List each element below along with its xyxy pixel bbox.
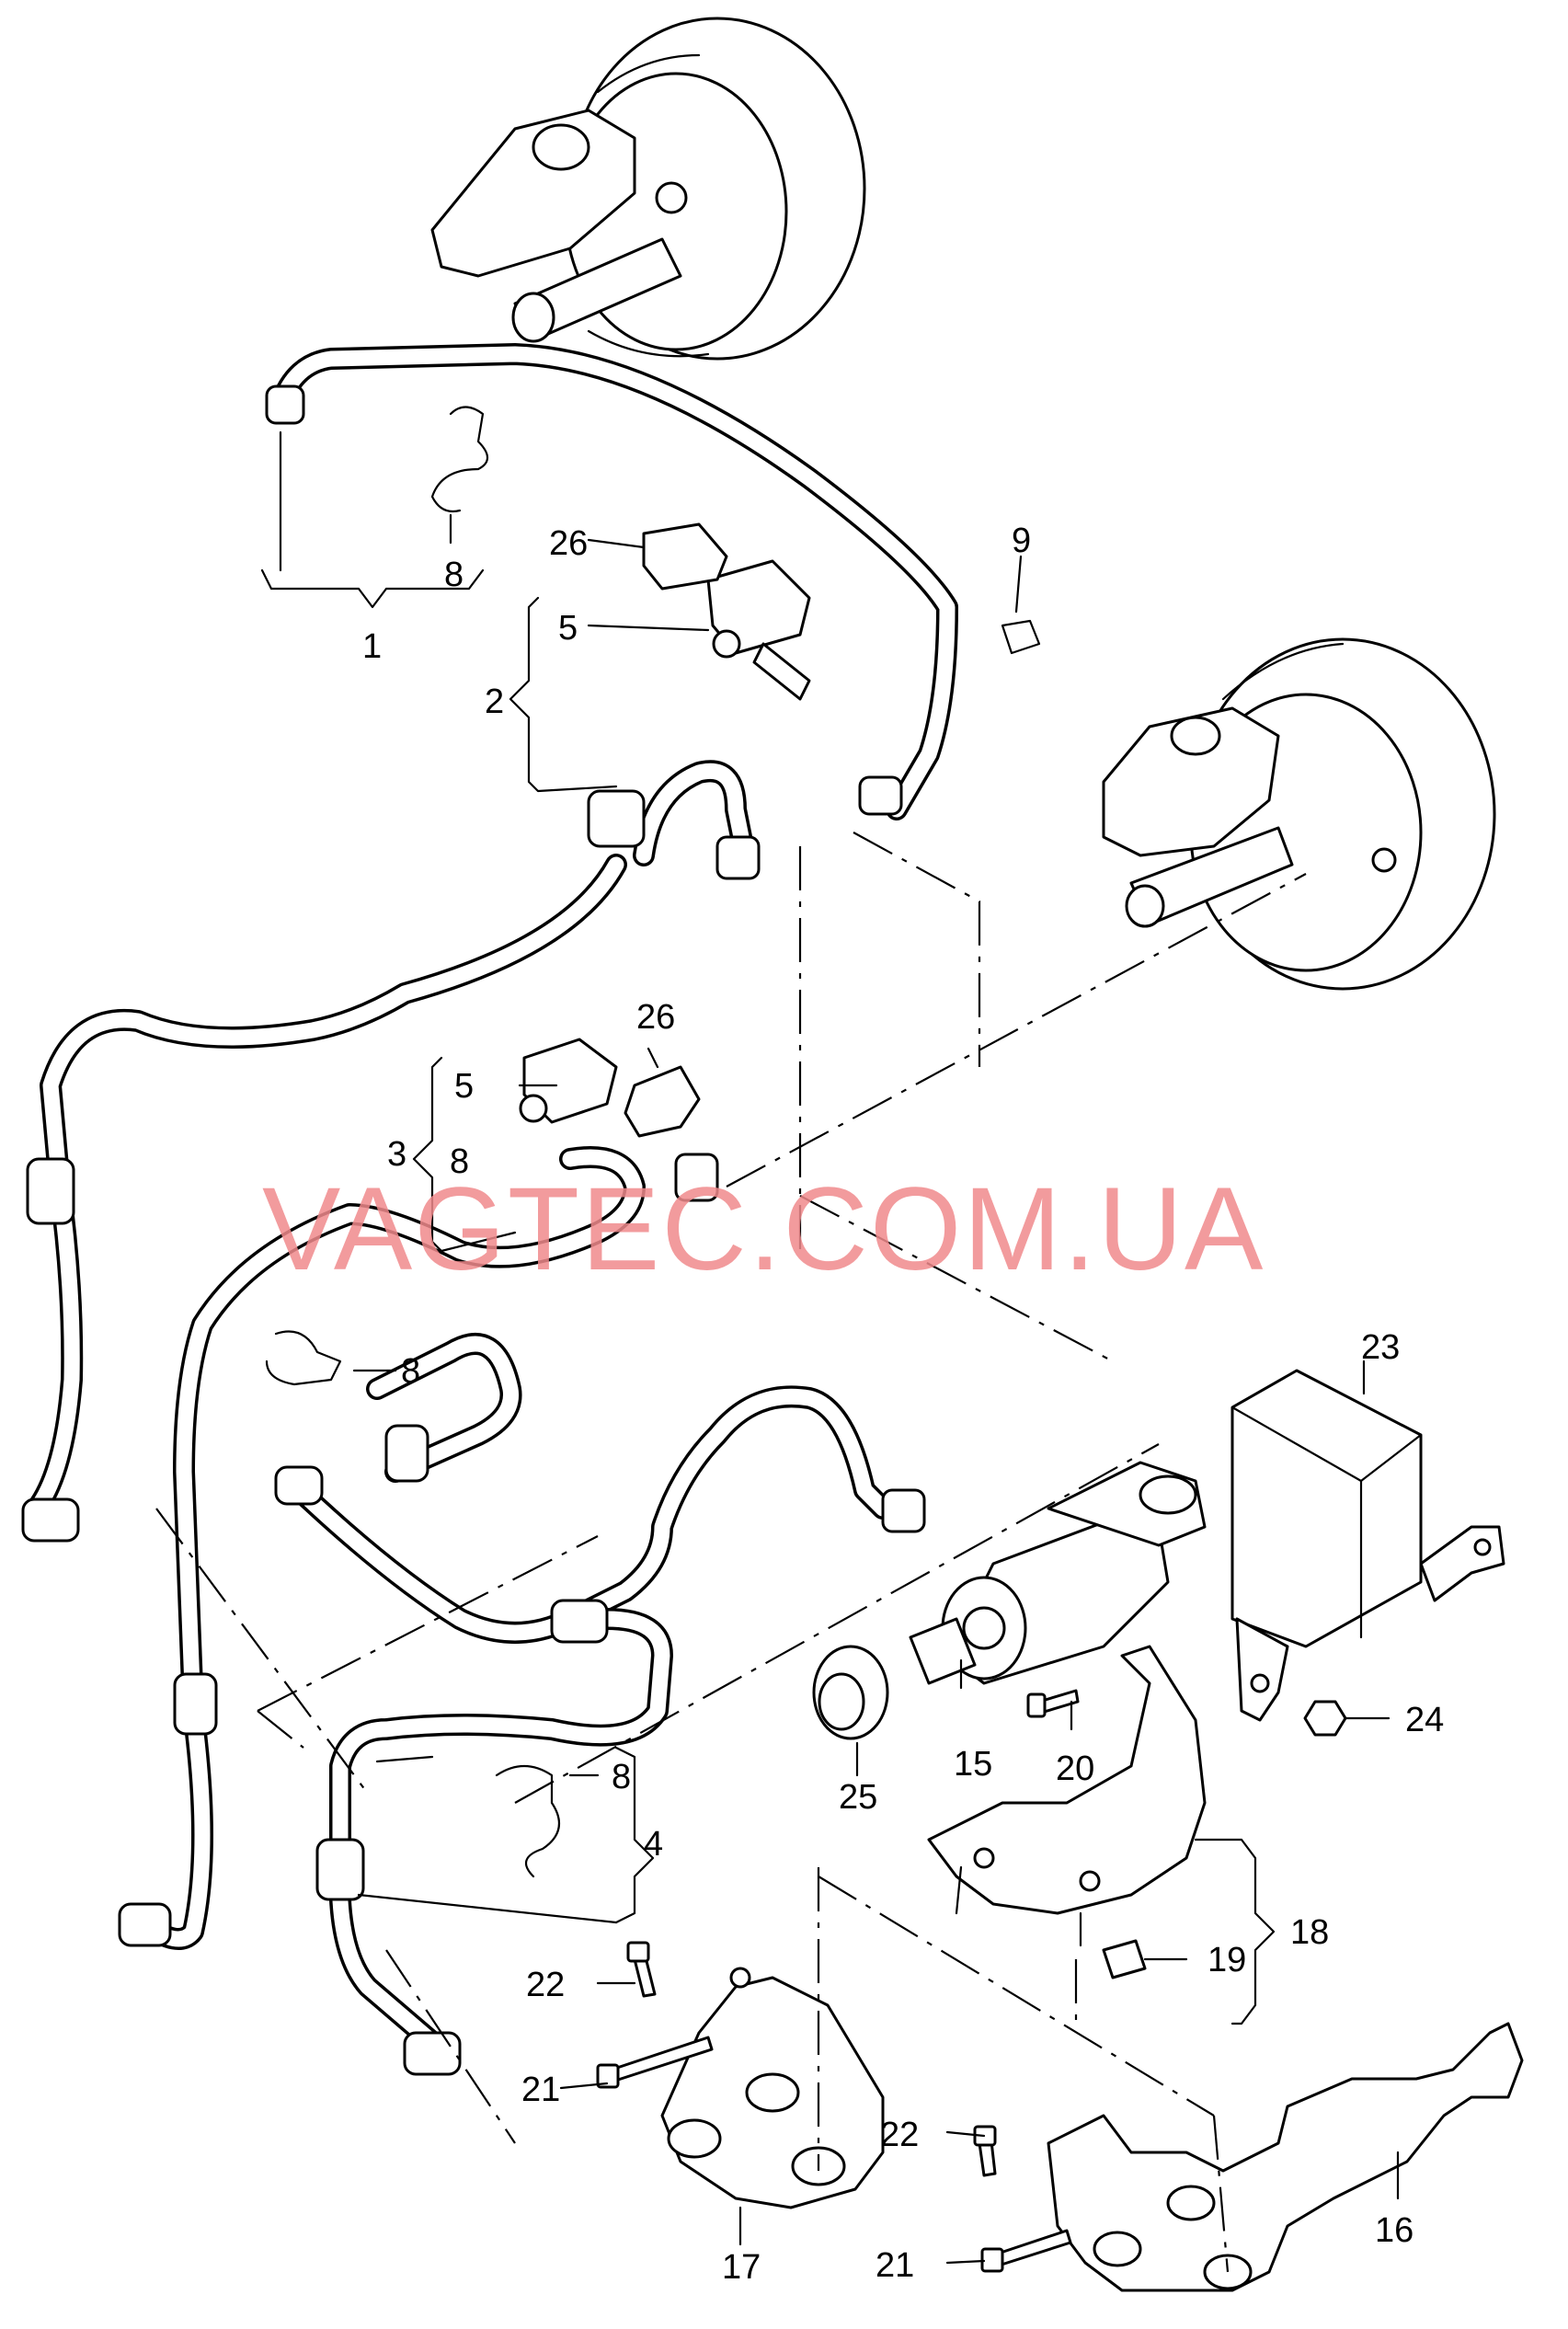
bracket-18 (927, 1645, 1207, 1947)
callout-8-left: 8 (401, 1352, 420, 1391)
callout-22-right: 22 (880, 2116, 919, 2154)
vacuum-hose-upper-long (269, 343, 958, 820)
callout-2: 2 (485, 683, 504, 721)
callout-20: 20 (1056, 1750, 1094, 1788)
pressure-sensor-lower (519, 1038, 618, 1124)
callout-25: 25 (839, 1778, 877, 1817)
vacuum-hose-pump (283, 1385, 894, 2053)
callout-4: 4 (644, 1825, 663, 1864)
hose-fittings (21, 384, 926, 2076)
callout-19: 19 (1207, 1941, 1246, 1979)
callout-9: 9 (1012, 522, 1031, 560)
callout-23: 23 (1361, 1328, 1400, 1367)
master-cylinder-lower (1102, 706, 1397, 928)
callout-3: 3 (387, 1135, 406, 1174)
callout-22-left: 22 (526, 1966, 565, 2004)
vacuum-hose-left-main (26, 854, 627, 1520)
callout-24: 24 (1405, 1701, 1444, 1739)
bolts (596, 1689, 1347, 2273)
bracket-16 (1047, 2022, 1524, 2292)
vacuum-hose-lower-left (132, 1146, 646, 1950)
callout-8-top: 8 (444, 556, 464, 594)
callout-8-mid: 8 (450, 1142, 469, 1181)
assembly-lines (155, 832, 1307, 2273)
callout-26-upper: 26 (549, 524, 588, 563)
callout-21-right: 21 (876, 2246, 914, 2285)
pressure-sensor-upper (706, 559, 811, 701)
callout-5-upper: 5 (558, 609, 578, 648)
callout-21-left: 21 (521, 2071, 560, 2109)
control-unit (1230, 1369, 1505, 1722)
connector-lower (624, 1065, 701, 1138)
leader-lines (260, 430, 1400, 2265)
bracket-17 (660, 1967, 885, 2209)
hose-clips (265, 406, 1041, 1878)
callout-16: 16 (1375, 2211, 1413, 2250)
electrical-connector (812, 1645, 889, 1740)
vacuum-hose-y-piece (366, 1333, 522, 1483)
rubber-buffer (1102, 1939, 1147, 1979)
connector-upper (642, 522, 728, 591)
master-cylinder-upper (430, 109, 688, 343)
vacuum-hose-middle-loop (633, 760, 756, 866)
callout-5-lower: 5 (454, 1067, 474, 1106)
callouts: 1 2 3 4 5 5 8 8 8 8 9 15 16 17 18 19 20 … (362, 522, 1444, 2287)
watermark: VAGTEC.COM.UA (262, 1164, 1265, 1295)
callout-15: 15 (954, 1745, 992, 1784)
callout-1: 1 (362, 627, 382, 666)
vacuum-pump (909, 1461, 1207, 1685)
callout-18: 18 (1290, 1913, 1329, 1952)
callout-8-lower: 8 (612, 1758, 631, 1796)
callout-26-lower: 26 (636, 998, 675, 1037)
callout-17: 17 (722, 2248, 761, 2287)
